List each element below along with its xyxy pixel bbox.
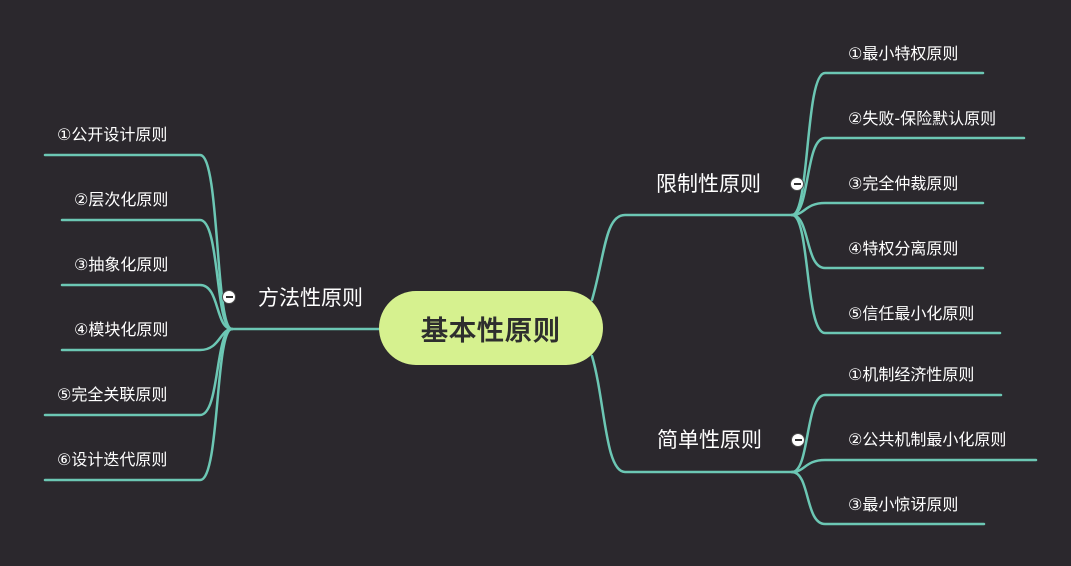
connector-simple-2 [790,458,1038,474]
connector-root-restrict [590,213,794,302]
leaf-restrict-3[interactable]: ③完全仲裁原则 [848,174,959,193]
connector-simple-3 [790,470,986,526]
root-node-label: 基本性原则 [421,315,561,347]
leaf-simple-1[interactable]: ①机制经济性原则 [848,365,975,384]
leaf-method-2[interactable]: ②层次化原则 [74,190,169,209]
leaf-restrict-1[interactable]: ①最小特权原则 [848,44,959,63]
leaf-method-6[interactable]: ⑥设计迭代原则 [57,450,168,469]
collapse-method-icon[interactable] [222,290,236,304]
collapse-restrict-icon[interactable] [790,177,804,191]
collapse-simple-icon[interactable] [791,433,805,447]
leaf-restrict-2[interactable]: ②失败-保险默认原则 [848,109,997,128]
connector-restrict-1 [790,71,985,217]
branch-restrict-label[interactable]: 限制性原则 [656,172,761,196]
leaf-simple-2[interactable]: ②公共机制最小化原则 [848,430,1007,449]
leaf-method-5[interactable]: ⑤完全关联原则 [57,385,168,404]
leaf-simple-3[interactable]: ③最小惊讶原则 [848,495,959,514]
connector-simple-1 [790,393,1003,474]
branch-method-label[interactable]: 方法性原则 [258,286,363,310]
leaf-restrict-5[interactable]: ⑤信任最小化原则 [848,304,975,323]
root-node[interactable]: 基本性原则 [379,291,603,365]
connector-restrict-5 [790,213,1002,335]
leaf-method-1[interactable]: ①公开设计原则 [57,125,168,144]
branch-simple-label[interactable]: 简单性原则 [657,428,762,452]
connector-method-3 [60,283,234,331]
leaf-method-4[interactable]: ④模块化原则 [74,320,169,339]
connector-restrict-2 [790,136,1026,217]
connector-restrict-3 [790,201,985,217]
connector-method-6 [43,327,234,482]
connector-method-2 [60,218,234,331]
leaf-restrict-4[interactable]: ④特权分离原则 [848,239,959,258]
connector-root-simple [590,354,794,474]
leaf-method-3[interactable]: ③抽象化原则 [74,255,169,274]
connector-method-1 [43,153,234,331]
